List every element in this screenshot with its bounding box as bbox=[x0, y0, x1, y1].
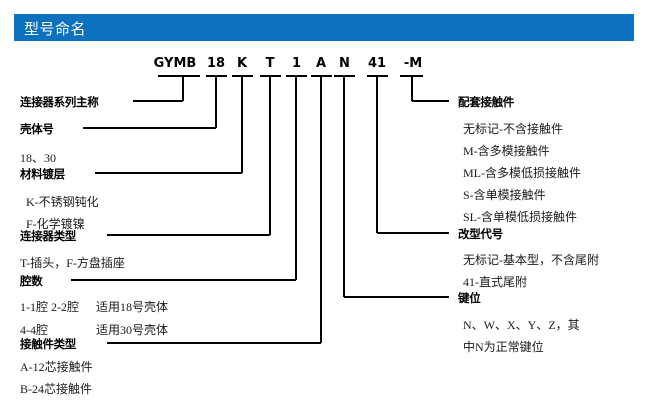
field-option: 18、30 bbox=[20, 151, 57, 165]
field-option: B-24芯接触件 bbox=[20, 382, 93, 396]
model-code-segment: GYMB bbox=[153, 56, 197, 71]
field-heading: 腔数 bbox=[20, 274, 43, 288]
field-option: A-12芯接触件 bbox=[20, 360, 93, 374]
field-heading: 壳体号 bbox=[20, 122, 54, 136]
model-code-segment: K bbox=[236, 56, 248, 71]
field-option: K-不锈钢钝化 bbox=[26, 195, 99, 209]
field-option: 4-4腔 bbox=[20, 323, 48, 337]
field-option: 适用18号壳体 bbox=[96, 300, 169, 314]
field-option: 中N为正常键位 bbox=[463, 340, 544, 354]
field-option: 无标记-不含接触件 bbox=[463, 122, 563, 136]
field-option: 适用30号壳体 bbox=[96, 323, 169, 337]
field-heading: 接触件类型 bbox=[20, 337, 76, 351]
field-option: SL-含单模低损接触件 bbox=[463, 210, 578, 224]
page-title: 型号命名 bbox=[24, 22, 87, 38]
model-code-segment: 1 bbox=[291, 56, 302, 71]
field-option: N、W、X、Y、Z，其 bbox=[463, 318, 580, 332]
field-option: T-插头，F-方盘插座 bbox=[20, 256, 125, 270]
model-code-segment: 41 bbox=[368, 56, 387, 71]
field-option: F-化学镀镍 bbox=[26, 217, 85, 231]
section-header-bar bbox=[14, 14, 634, 41]
field-option: 1-1腔 2-2腔 bbox=[20, 300, 79, 314]
field-heading: 配套接触件 bbox=[458, 95, 514, 109]
model-code-segment: T bbox=[265, 56, 275, 71]
model-code-segment: A bbox=[315, 56, 327, 71]
field-option: 无标记-基本型，不含尾附 bbox=[463, 253, 599, 267]
field-heading: 改型代号 bbox=[458, 227, 503, 241]
model-code-segment: N bbox=[339, 56, 350, 71]
model-code-segment: 18 bbox=[207, 56, 226, 71]
field-option: ML-含多模低损接触件 bbox=[463, 166, 581, 180]
field-option: 41-直式尾附 bbox=[463, 275, 527, 289]
field-option: M-含多模接触件 bbox=[463, 144, 550, 158]
field-heading: 键位 bbox=[458, 291, 481, 305]
field-heading: 连接器系列主称 bbox=[20, 95, 99, 109]
field-heading: 连接器类型 bbox=[20, 229, 76, 243]
field-option: S-含单模接触件 bbox=[463, 188, 546, 202]
field-heading: 材料镀层 bbox=[20, 167, 65, 181]
model-code-segment: -M bbox=[403, 56, 423, 71]
